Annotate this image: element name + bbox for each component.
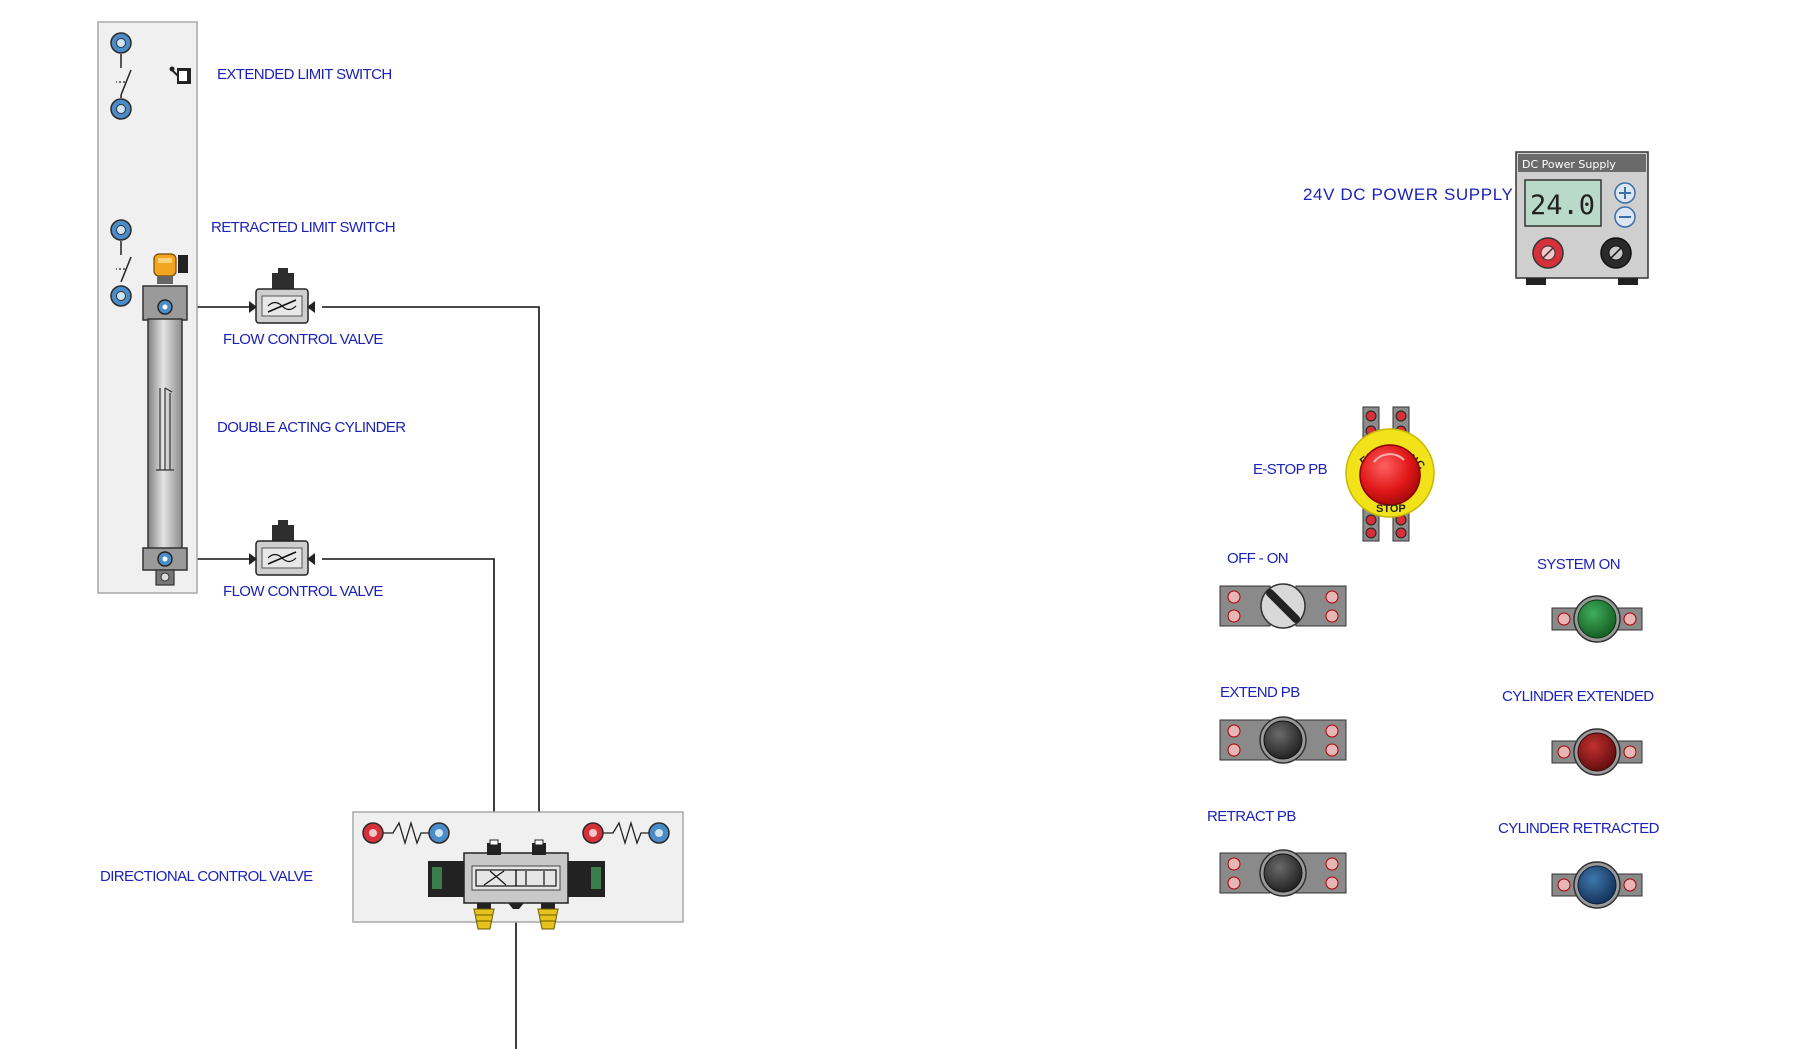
spring-icon [603, 820, 649, 846]
air-lines [188, 306, 540, 1049]
label-directional-control-valve: DIRECTIONAL CONTROL VALVE [100, 868, 313, 885]
flow-control-valve-bottom[interactable] [249, 520, 315, 576]
negative-terminal-icon[interactable] [1600, 237, 1632, 269]
supply-port-icon [508, 903, 524, 909]
positive-terminal-icon[interactable] [1532, 237, 1564, 269]
directional-control-valve[interactable] [362, 820, 670, 930]
cylinder-retracted-lamp [1551, 861, 1643, 909]
off-on-selector-switch[interactable] [1219, 583, 1347, 629]
dc-power-supply[interactable]: DC Power Supply 24.0 [1515, 151, 1649, 285]
terminal-icon [1227, 857, 1339, 890]
psu-title: DC Power Supply [1522, 158, 1616, 171]
extend-button-cap[interactable] [1263, 720, 1303, 760]
lamp-green-icon [1577, 599, 1617, 639]
solenoid-left [362, 820, 450, 846]
lamp-blue-icon [1577, 865, 1617, 905]
label-cylinder-retracted: CYLINDER RETRACTED [1498, 820, 1659, 837]
extended-limit-switch[interactable] [110, 32, 191, 120]
double-acting-cylinder[interactable] [142, 285, 188, 586]
terminal-icon [1365, 410, 1407, 539]
sensor-actuator-icon [153, 253, 188, 284]
selector-knob-icon[interactable] [1266, 589, 1300, 623]
label-retract-pb: RETRACT PB [1207, 808, 1296, 825]
estop-pushbutton[interactable]: EMERGENCY STOP [0, 0, 1435, 542]
label-retracted-limit-switch: RETRACTED LIMIT SWITCH [211, 219, 396, 236]
solenoid-right [582, 820, 670, 846]
psu-display [1524, 179, 1602, 227]
spring-icon [383, 820, 429, 846]
exhaust-muffler-left [473, 903, 495, 930]
lamp-red-icon [1577, 732, 1617, 772]
label-estop: E-STOP PB [1253, 461, 1328, 478]
label-cylinder-extended: CYLINDER EXTENDED [1502, 688, 1654, 705]
svg-text:EMERGENCY: EMERGENCY [0, 0, 1427, 472]
port-b-icon [532, 843, 546, 855]
label-flow-control-valve-top: FLOW CONTROL VALVE [223, 331, 383, 348]
extend-pushbutton[interactable] [1219, 716, 1347, 764]
psu-reading: 24.0 [1530, 190, 1595, 221]
label-off-on: OFF - ON [1227, 550, 1289, 567]
estop-label-top: EMERGENCY [0, 0, 1427, 472]
terminal-icon [1227, 590, 1339, 623]
piston-rod-icon [156, 387, 174, 471]
label-system-on: SYSTEM ON [1537, 556, 1621, 573]
increase-voltage-icon[interactable] [1614, 182, 1636, 204]
label-double-acting-cylinder: DOUBLE ACTING CYLINDER [217, 419, 406, 436]
label-extended-limit-switch: EXTENDED LIMIT SWITCH [217, 66, 392, 83]
estop-label-bottom: STOP [1376, 503, 1406, 515]
switch-contact-icon [120, 69, 132, 96]
cylinder-extended-lamp [1551, 728, 1643, 776]
label-power-supply: 24V DC POWER SUPPLY [1303, 185, 1514, 204]
retracted-limit-switch[interactable] [110, 219, 188, 307]
retract-button-cap[interactable] [1263, 853, 1303, 893]
label-flow-control-valve-bottom: FLOW CONTROL VALVE [223, 583, 383, 600]
label-extend-pb: EXTEND PB [1220, 684, 1300, 701]
terminal-icon [1227, 724, 1339, 757]
flow-control-valve-top[interactable] [249, 268, 315, 324]
exhaust-muffler-right [537, 903, 559, 930]
system-on-lamp [1551, 595, 1643, 643]
port-a-icon [487, 843, 501, 855]
switch-contact-icon [120, 256, 132, 283]
retract-pushbutton[interactable] [1219, 849, 1347, 897]
valve-symbol-icon [475, 869, 557, 887]
decrease-voltage-icon[interactable] [1614, 206, 1636, 228]
roller-actuator-icon [169, 66, 191, 84]
